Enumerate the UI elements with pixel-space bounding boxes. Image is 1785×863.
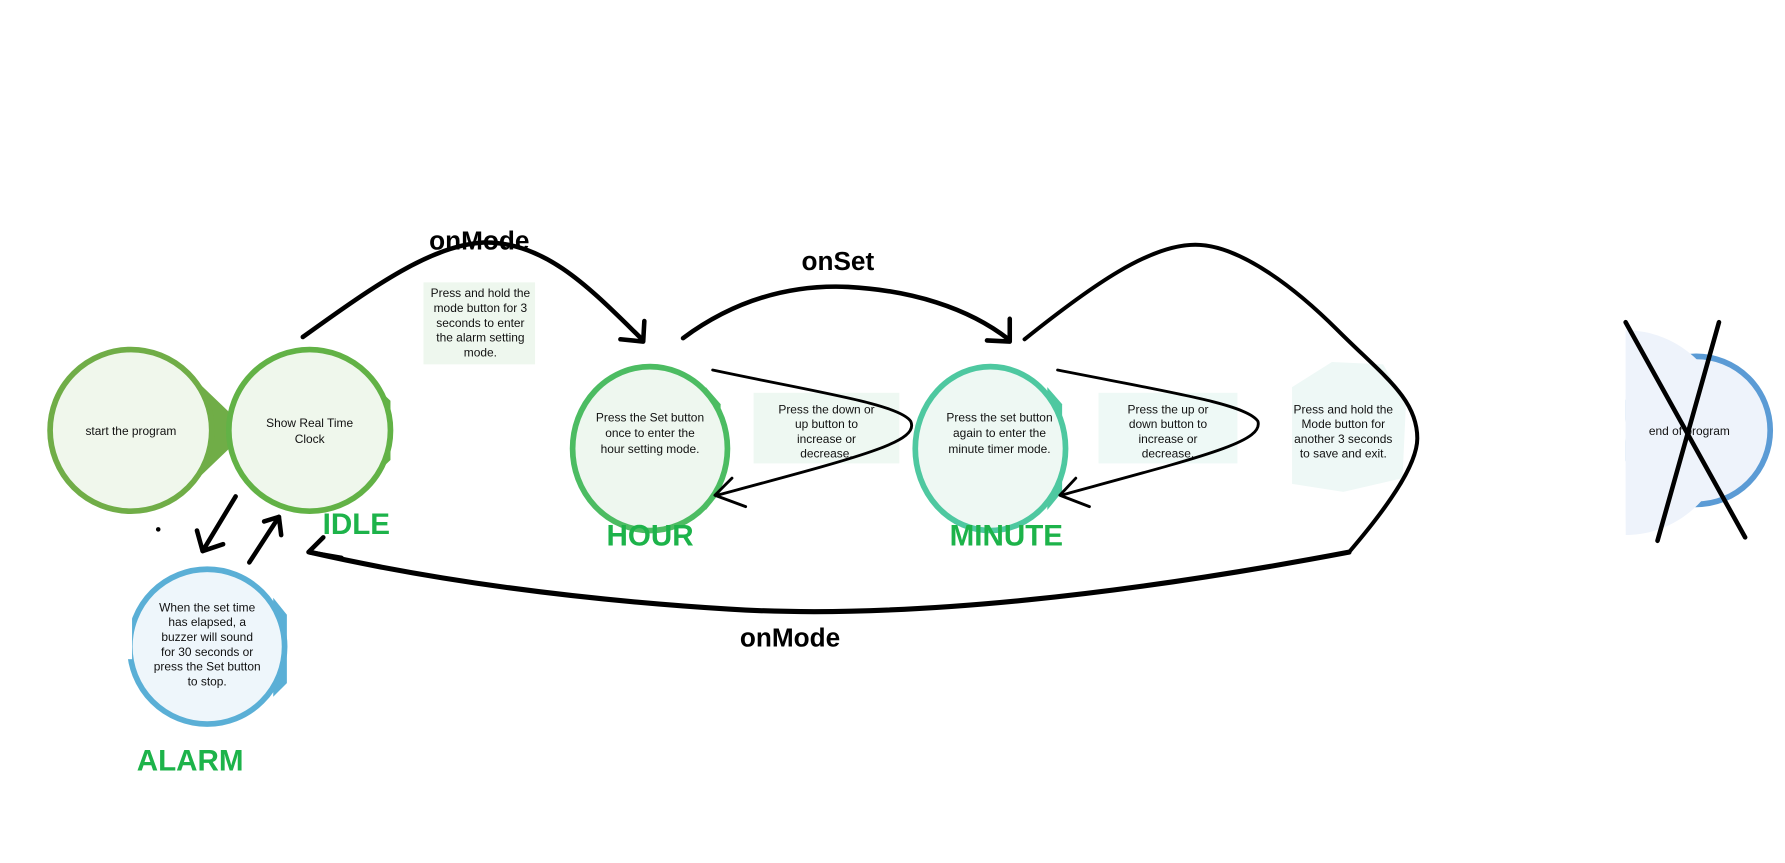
cross-out-line-1 bbox=[1623, 319, 1748, 540]
edge-hour-self-loop bbox=[711, 368, 914, 509]
svg-text:increase or: increase or bbox=[797, 432, 856, 446]
svg-text:up button to: up button to bbox=[795, 417, 858, 431]
alarm-text-3: buzzer will sound bbox=[161, 630, 253, 644]
note-idle-hour: Press and hold the mode button for 3 sec… bbox=[431, 286, 531, 359]
svg-text:down button to: down button to bbox=[1129, 417, 1208, 431]
edge-label-idle-hour: onMode bbox=[429, 225, 529, 255]
edge-idle-to-hour bbox=[300, 240, 647, 344]
svg-text:Press the down or: Press the down or bbox=[778, 402, 874, 416]
arrow-alarm-to-idle bbox=[247, 514, 284, 565]
svg-text:Mode button for: Mode button for bbox=[1301, 417, 1385, 431]
hour-text-2: once to enter the bbox=[605, 426, 695, 440]
alarm-text-1: When the set time bbox=[159, 600, 256, 614]
edge-minute-to-idle bbox=[306, 242, 1420, 615]
alarm-label: ALARM bbox=[137, 745, 244, 778]
alarm-text-5: press the Set button bbox=[154, 660, 261, 674]
idle-text-1: Show Real Time bbox=[266, 416, 353, 430]
node-minute[interactable]: Press the set button again to enter the … bbox=[912, 363, 1069, 534]
minute-text-1: Press the set button bbox=[946, 410, 1052, 424]
alarm-text-6: to stop. bbox=[188, 674, 227, 688]
minute-label: MINUTE bbox=[950, 519, 1063, 552]
node-end[interactable]: end of program bbox=[1622, 319, 1774, 544]
edge-hour-to-minute bbox=[680, 284, 1013, 344]
svg-text:mode button for 3: mode button for 3 bbox=[434, 301, 528, 315]
note-minute-exit: Press and hold the Mode button for anoth… bbox=[1294, 402, 1394, 460]
note-hour-loop: Press the down or up button to increase … bbox=[778, 402, 874, 460]
idle-text-2: Clock bbox=[295, 432, 325, 446]
node-hour[interactable]: Press the Set button once to enter the h… bbox=[569, 363, 731, 534]
minute-text-3: minute timer mode. bbox=[948, 442, 1050, 456]
hour-text-3: hour setting mode. bbox=[601, 442, 700, 456]
note-minute-loop: Press the up or down button to increase … bbox=[1128, 402, 1209, 460]
svg-text:Press and hold the: Press and hold the bbox=[1294, 402, 1394, 416]
svg-text:Press and hold the: Press and hold the bbox=[431, 286, 531, 300]
note-minute-exit-bg bbox=[1292, 362, 1406, 492]
note-idle-hour-bg bbox=[423, 282, 536, 365]
svg-text:to save and exit.: to save and exit. bbox=[1300, 447, 1387, 461]
cross-out-line-2 bbox=[1655, 319, 1722, 544]
minute-text-2: again to enter the bbox=[953, 426, 1046, 440]
edge-label-hour-minute: onSet bbox=[802, 246, 875, 276]
svg-text:another 3 seconds: another 3 seconds bbox=[1294, 432, 1392, 446]
hour-label: HOUR bbox=[606, 519, 693, 552]
svg-text:mode.: mode. bbox=[464, 345, 497, 359]
alarm-text-2: has elapsed, a bbox=[168, 615, 246, 629]
edge-minute-self-loop bbox=[1056, 368, 1260, 509]
svg-text:increase or: increase or bbox=[1138, 432, 1197, 446]
idle-label: IDLE bbox=[323, 508, 390, 541]
svg-text:decrease.: decrease. bbox=[800, 447, 852, 461]
arrow-idle-to-alarm bbox=[194, 494, 238, 554]
stray-dot bbox=[155, 527, 161, 532]
alarm-text-4: for 30 seconds or bbox=[161, 645, 253, 659]
hour-text-1: Press the Set button bbox=[596, 410, 704, 424]
start-text: start the program bbox=[85, 424, 176, 438]
svg-text:decrease.: decrease. bbox=[1142, 447, 1194, 461]
edge-label-minute-idle: onMode bbox=[740, 623, 840, 653]
svg-text:the alarm setting: the alarm setting bbox=[436, 331, 524, 345]
svg-text:Press the up or: Press the up or bbox=[1128, 402, 1209, 416]
node-idle[interactable]: Show Real Time Clock bbox=[225, 346, 394, 515]
node-start[interactable]: start the program bbox=[47, 346, 249, 515]
svg-text:seconds to enter: seconds to enter bbox=[436, 316, 524, 330]
node-alarm[interactable]: When the set time has elapsed, a buzzer … bbox=[113, 566, 288, 727]
